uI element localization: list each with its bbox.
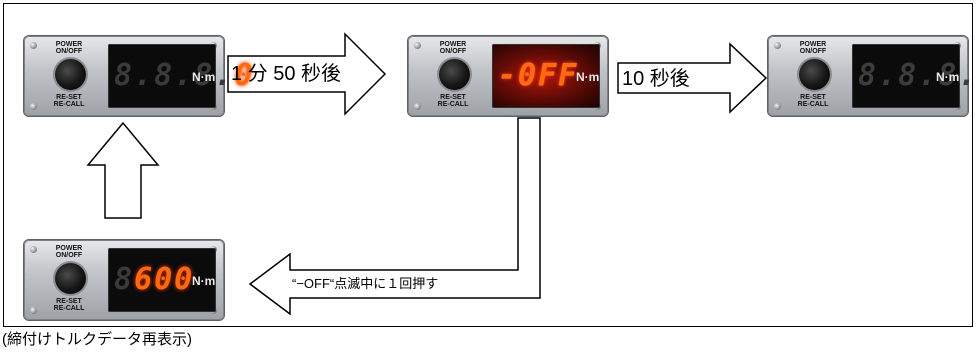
screw-icon bbox=[414, 103, 421, 110]
arrow-label-1: 1 分 50 秒後 bbox=[231, 63, 342, 85]
led-panel: 8.8.8.8. N·m bbox=[852, 44, 976, 108]
reset-label: RE-SET RE-CALL bbox=[437, 94, 469, 108]
arrow-right-2 bbox=[617, 42, 768, 114]
led-display: -0FF bbox=[498, 58, 579, 93]
led-display: 8.8.8.0 bbox=[114, 54, 252, 98]
led-lit-digits: 600 bbox=[134, 262, 195, 297]
power-button[interactable] bbox=[55, 59, 86, 90]
led-panel: 8600 N·m bbox=[108, 248, 216, 312]
unit-label: N·m bbox=[192, 70, 216, 84]
screw-icon bbox=[30, 307, 37, 314]
arrow-label-3: “−OFF“点滅中に１回押す bbox=[292, 276, 439, 291]
led-lit-digits: 0 bbox=[234, 58, 255, 93]
arrow-up bbox=[86, 121, 160, 219]
power-label: POWER ON/OFF bbox=[55, 245, 83, 259]
power-label: POWER ON/OFF bbox=[55, 41, 83, 55]
device-600: POWER ON/OFF RE-SET RE-CALL 8600 N·m bbox=[24, 240, 224, 320]
led-display: 8600 bbox=[114, 258, 192, 302]
power-label: POWER ON/OFF bbox=[799, 41, 827, 55]
reset-label: RE-SET RE-CALL bbox=[797, 94, 829, 108]
arrow-label-2: 10 秒後 bbox=[622, 68, 690, 90]
led-display: 8.8.8.8. bbox=[858, 58, 976, 93]
screw-icon bbox=[414, 42, 421, 49]
caption: (締付けトルクデータ再表示) bbox=[2, 331, 192, 348]
screw-icon bbox=[30, 246, 37, 253]
screw-icon bbox=[774, 42, 781, 49]
led-dim-digits: 8 bbox=[114, 262, 135, 297]
device-zero: POWER ON/OFF RE-SET RE-CALL 8.8.8.0 N·m bbox=[24, 36, 252, 116]
unit-label: N·m bbox=[192, 274, 216, 288]
power-button[interactable] bbox=[799, 59, 830, 90]
screw-icon bbox=[30, 103, 37, 110]
led-dim-digits: 8.8.8. bbox=[114, 58, 235, 93]
unit-label: N·m bbox=[936, 70, 960, 84]
screw-icon bbox=[30, 42, 37, 49]
led-panel: -0FF N·m bbox=[492, 44, 600, 108]
device-off: POWER ON/OFF RE-SET RE-CALL -0FF N·m bbox=[408, 36, 608, 116]
diagram-frame bbox=[3, 3, 973, 327]
reset-label: RE-SET RE-CALL bbox=[53, 94, 85, 108]
power-button[interactable] bbox=[55, 263, 86, 294]
power-button[interactable] bbox=[439, 59, 470, 90]
arrow-right-1 bbox=[227, 32, 387, 116]
screw-icon bbox=[774, 103, 781, 110]
reset-label: RE-SET RE-CALL bbox=[53, 298, 85, 312]
arrow-down-left bbox=[248, 117, 541, 316]
power-label: POWER ON/OFF bbox=[439, 41, 467, 55]
device-blank: POWER ON/OFF RE-SET RE-CALL 8.8.8.8. N·m bbox=[768, 36, 976, 116]
led-panel: 8.8.8.0 N·m bbox=[108, 44, 252, 108]
unit-label: N·m bbox=[576, 70, 600, 84]
